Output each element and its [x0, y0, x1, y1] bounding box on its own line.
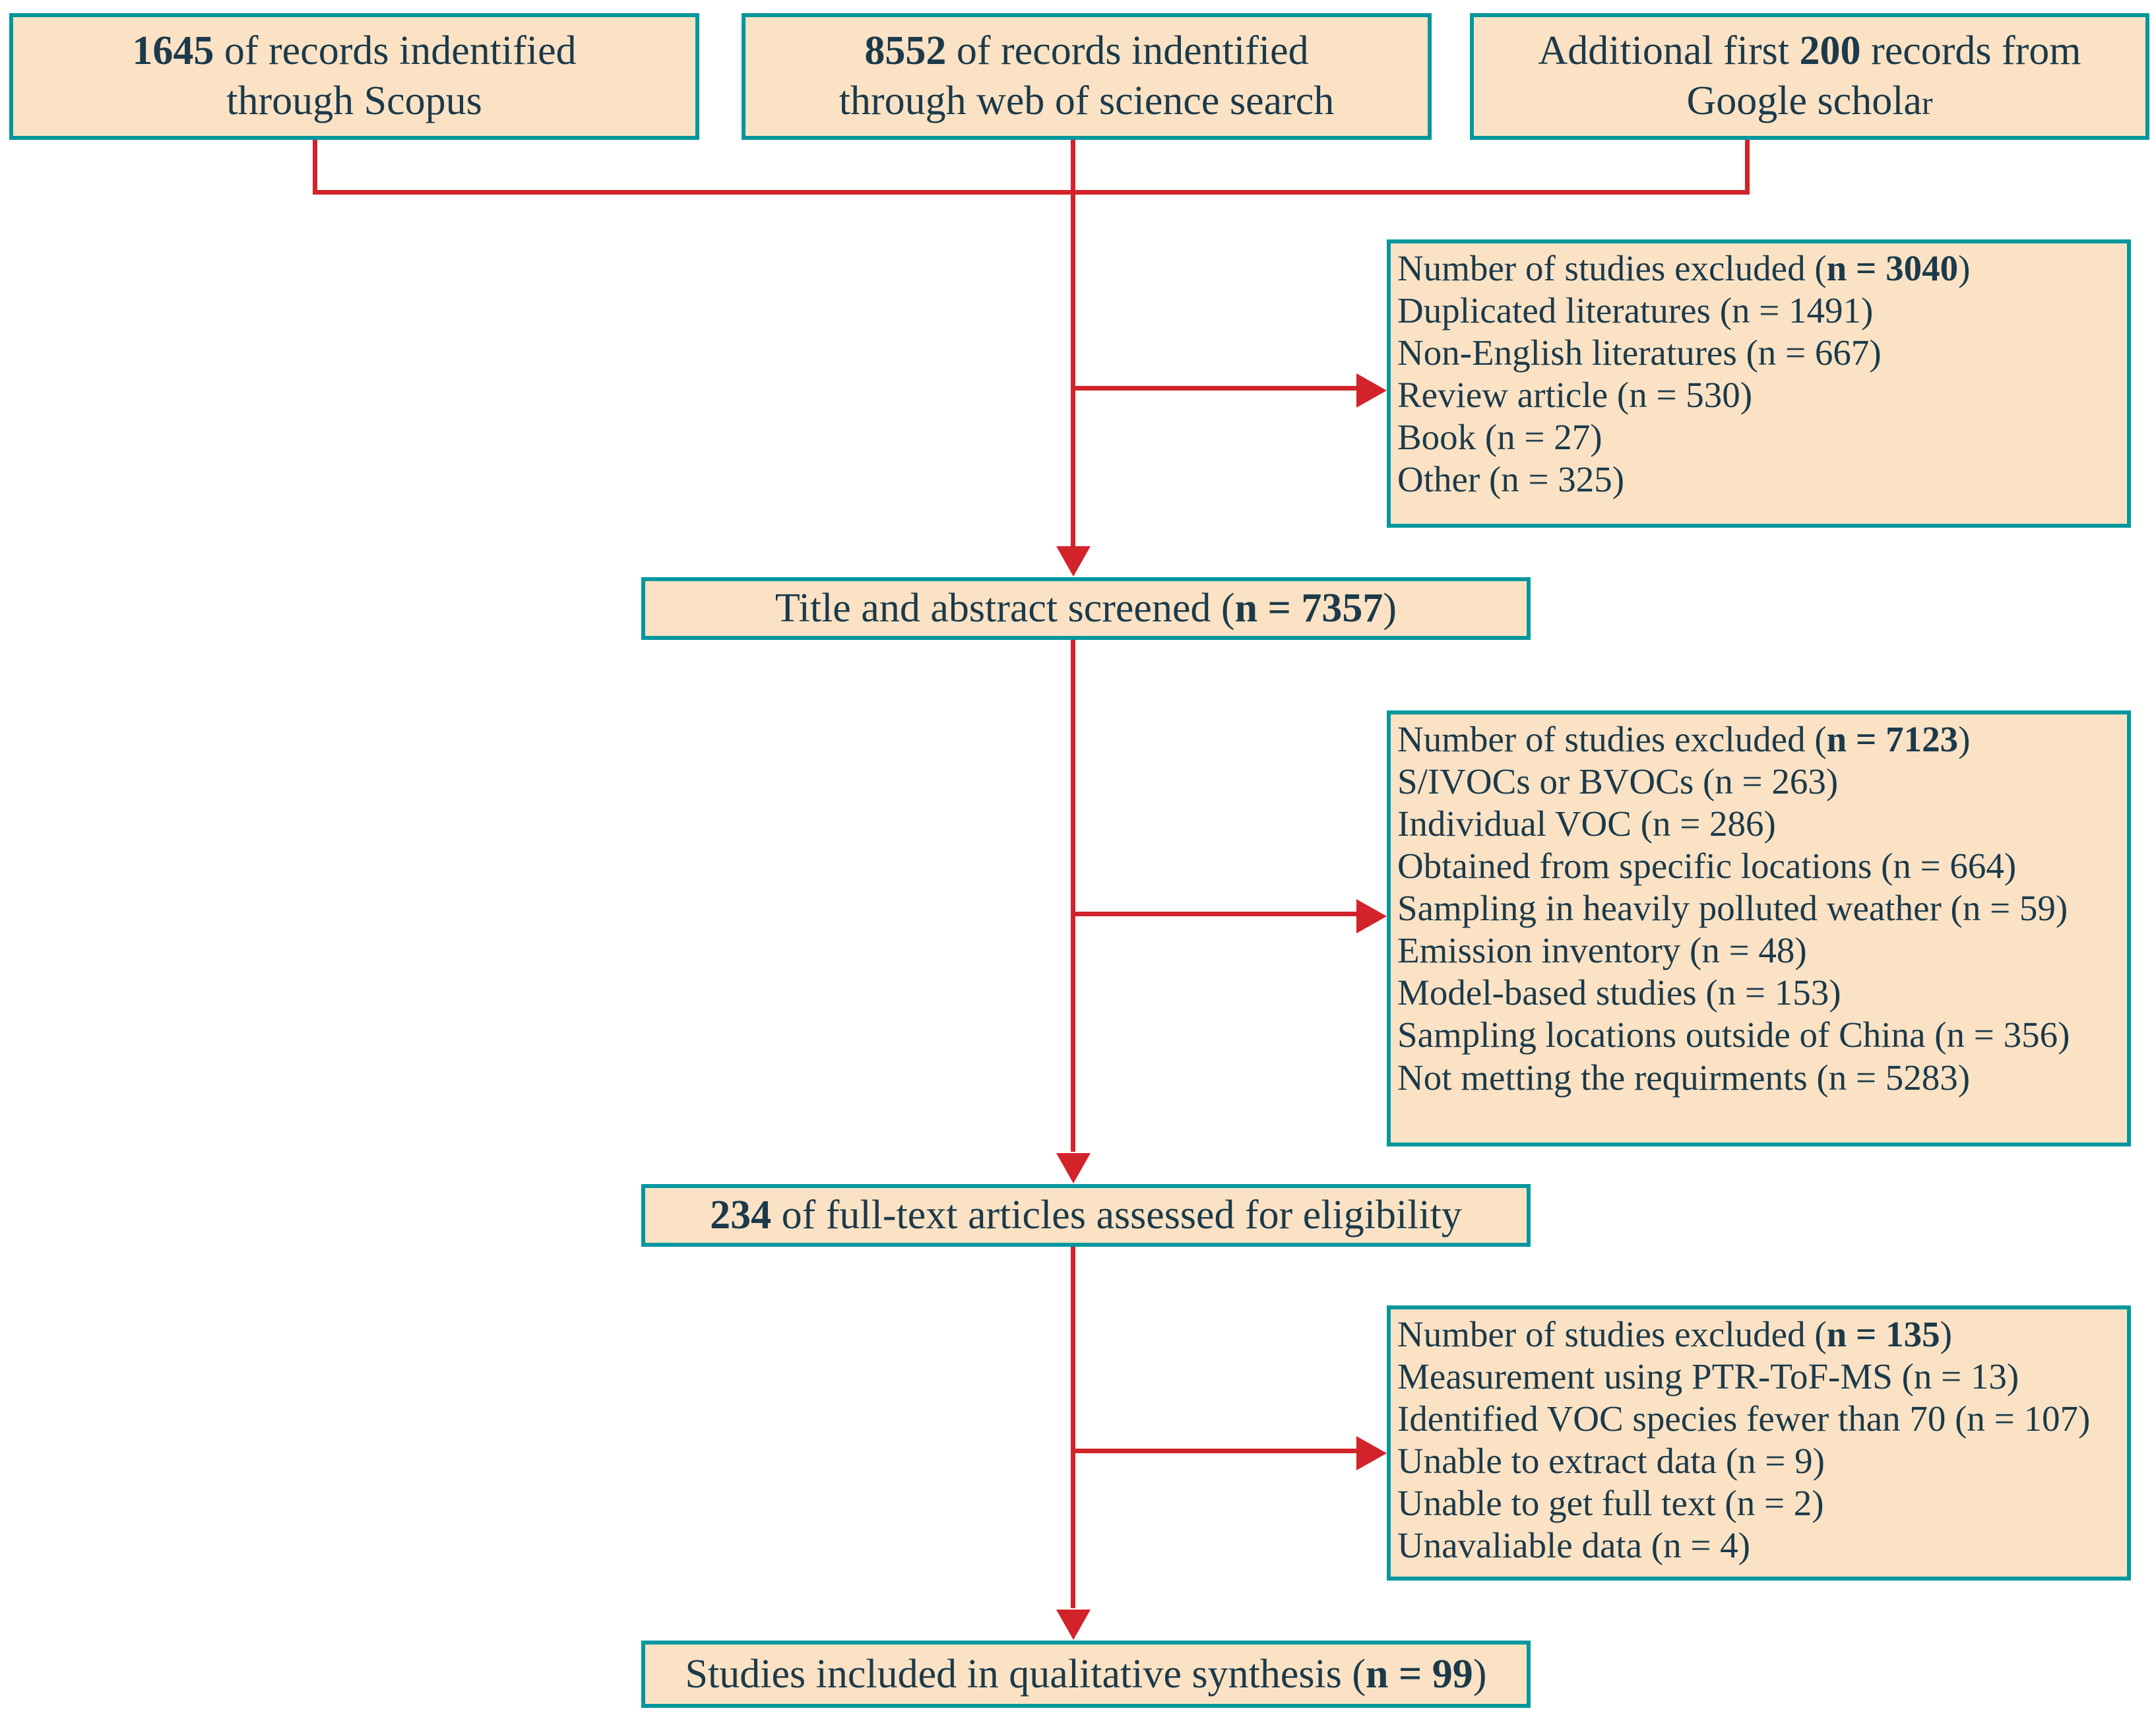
source-scopus-line1-rest: of records indentified — [214, 28, 577, 74]
source-scholar-line2-tail: r — [1921, 85, 1933, 121]
connector-scholar-stem — [1745, 140, 1750, 194]
stage-fulltext-text: 234 of full-text articles assessed for e… — [710, 1191, 1462, 1239]
stage-screened-pre: Title and abstract screened ( — [775, 586, 1235, 631]
stage-screened-count: n = 7357 — [1234, 586, 1383, 631]
exclusion-3-reason: Unable to extract data (n = 9) — [1397, 1441, 1825, 1482]
source-scopus-line2: through Scopus — [226, 78, 482, 123]
connector-trunk-to-fulltext — [1071, 640, 1075, 1152]
exclusion-1-heading-pre: Number of studies excluded ( — [1397, 248, 1827, 288]
stage-fulltext-post: of full-text articles assessed for eligi… — [771, 1193, 1462, 1238]
source-wos-count: 8552 — [864, 28, 947, 74]
stage-fulltext-count: 234 — [710, 1193, 772, 1238]
source-scholar-line1-rest: records from — [1860, 28, 2081, 74]
stage-included-post: ) — [1473, 1651, 1487, 1697]
stage-box-studies-included: Studies included in qualitative synthesi… — [641, 1641, 1531, 1708]
stage-box-title-abstract-screened: Title and abstract screened (n = 7357) — [641, 577, 1531, 640]
exclusion-box-1: Number of studies excluded (n = 3040) Du… — [1387, 239, 2131, 528]
exclusion-1-reason: Duplicated literatures (n = 1491) — [1397, 290, 1874, 331]
source-scopus-line1: 1645 of records indentified — [132, 26, 576, 77]
exclusion-1-heading-post: ) — [1958, 248, 1971, 288]
exclusion-box-2: Number of studies excluded (n = 7123) S/… — [1387, 710, 2131, 1146]
exclusion-1-reason: Review article (n = 530) — [1397, 375, 1753, 416]
connector-merge-bar — [313, 190, 1750, 195]
exclusion-1-reason: Book (n = 27) — [1397, 417, 1602, 458]
arrowhead-to-exclusion-1 — [1356, 373, 1387, 408]
source-wos-line1: 8552 of records indentified — [864, 26, 1308, 77]
exclusion-2-reason: Sampling locations outside of China (n =… — [1397, 1015, 2070, 1055]
source-wos-line2: through web of science search — [839, 78, 1335, 123]
exclusion-1-heading: Number of studies excluded (n = 3040) — [1397, 247, 2122, 290]
exclusion-2-heading-post: ) — [1958, 719, 1971, 759]
exclusion-2-reason: S/IVOCs or BVOCs (n = 263) — [1397, 761, 1839, 802]
arrowhead-to-exclusion-2 — [1356, 899, 1387, 933]
exclusion-2-reason: Sampling in heavily polluted weather (n … — [1397, 888, 2068, 929]
exclusion-2-heading: Number of studies excluded (n = 7123) — [1397, 718, 2122, 761]
connector-branch-exclusion-2 — [1071, 912, 1358, 916]
exclusion-3-heading-pre: Number of studies excluded ( — [1397, 1314, 1827, 1354]
exclusion-3-reason: Identified VOC species fewer than 70 (n … — [1397, 1398, 2091, 1439]
exclusion-3-reason: Measurement using PTR-ToF-MS (n = 13) — [1397, 1356, 2019, 1397]
connector-branch-exclusion-3 — [1071, 1449, 1358, 1453]
exclusion-2-reason: Emission inventory (n = 48) — [1397, 930, 1807, 971]
exclusion-2-heading-pre: Number of studies excluded ( — [1397, 719, 1827, 759]
exclusion-3-heading-count: n = 135 — [1826, 1314, 1940, 1354]
exclusion-2-reason: Obtained from specific locations (n = 66… — [1397, 846, 2017, 887]
exclusion-2-reason: Model-based studies (n = 153) — [1397, 972, 1841, 1013]
source-box-scopus: 1645 of records indentified through Scop… — [9, 13, 699, 140]
arrowhead-to-included — [1056, 1610, 1091, 1640]
source-scholar-line1: Additional first 200 records from — [1538, 26, 2081, 77]
source-scholar-line2: Google scholar — [1687, 77, 1933, 127]
arrowhead-to-fulltext — [1056, 1153, 1091, 1183]
exclusion-1-heading-count: n = 3040 — [1826, 248, 1959, 288]
exclusion-3-reason: Unable to get full text (n = 2) — [1397, 1483, 1824, 1524]
connector-trunk-to-screened — [1071, 140, 1075, 565]
source-box-web-of-science: 8552 of records indentified through web … — [742, 13, 1432, 140]
stage-box-fulltext-assessed: 234 of full-text articles assessed for e… — [641, 1184, 1531, 1247]
arrowhead-to-screened — [1056, 546, 1091, 577]
exclusion-3-reason: Unavaliable data (n = 4) — [1397, 1525, 1750, 1566]
stage-included-text: Studies included in qualitative synthesi… — [685, 1650, 1487, 1699]
exclusion-1-reason: Non-English literatures (n = 667) — [1397, 332, 1882, 373]
source-box-google-scholar: Additional first 200 records from Google… — [1470, 13, 2149, 140]
stage-screened-post: ) — [1383, 586, 1397, 631]
exclusion-2-reason: Not metting the requirments (n = 5283) — [1397, 1057, 1971, 1098]
source-scholar-line2-main: Google schola — [1686, 78, 1922, 123]
exclusion-3-heading-post: ) — [1940, 1314, 1952, 1354]
stage-included-pre: Studies included in qualitative synthesi… — [685, 1651, 1366, 1697]
exclusion-2-reason: Individual VOC (n = 286) — [1397, 803, 1776, 844]
exclusion-1-reason: Other (n = 325) — [1397, 459, 1625, 500]
source-wos-line1-rest: of records indentified — [946, 28, 1309, 74]
exclusion-2-heading-count: n = 7123 — [1826, 719, 1959, 759]
source-scholar-line1-pre: Additional first — [1538, 28, 1800, 74]
exclusion-box-3: Number of studies excluded (n = 135) Mea… — [1387, 1305, 2131, 1581]
connector-scopus-stem — [313, 140, 317, 194]
exclusion-3-heading: Number of studies excluded (n = 135) — [1397, 1313, 2122, 1356]
arrowhead-to-exclusion-3 — [1356, 1436, 1387, 1470]
stage-included-count: n = 99 — [1366, 1651, 1473, 1697]
source-scopus-count: 1645 — [132, 28, 214, 74]
connector-trunk-to-included — [1071, 1247, 1075, 1608]
connector-branch-exclusion-1 — [1071, 386, 1358, 391]
source-scholar-count: 200 — [1799, 28, 1861, 74]
stage-screened-text: Title and abstract screened (n = 7357) — [775, 584, 1397, 633]
